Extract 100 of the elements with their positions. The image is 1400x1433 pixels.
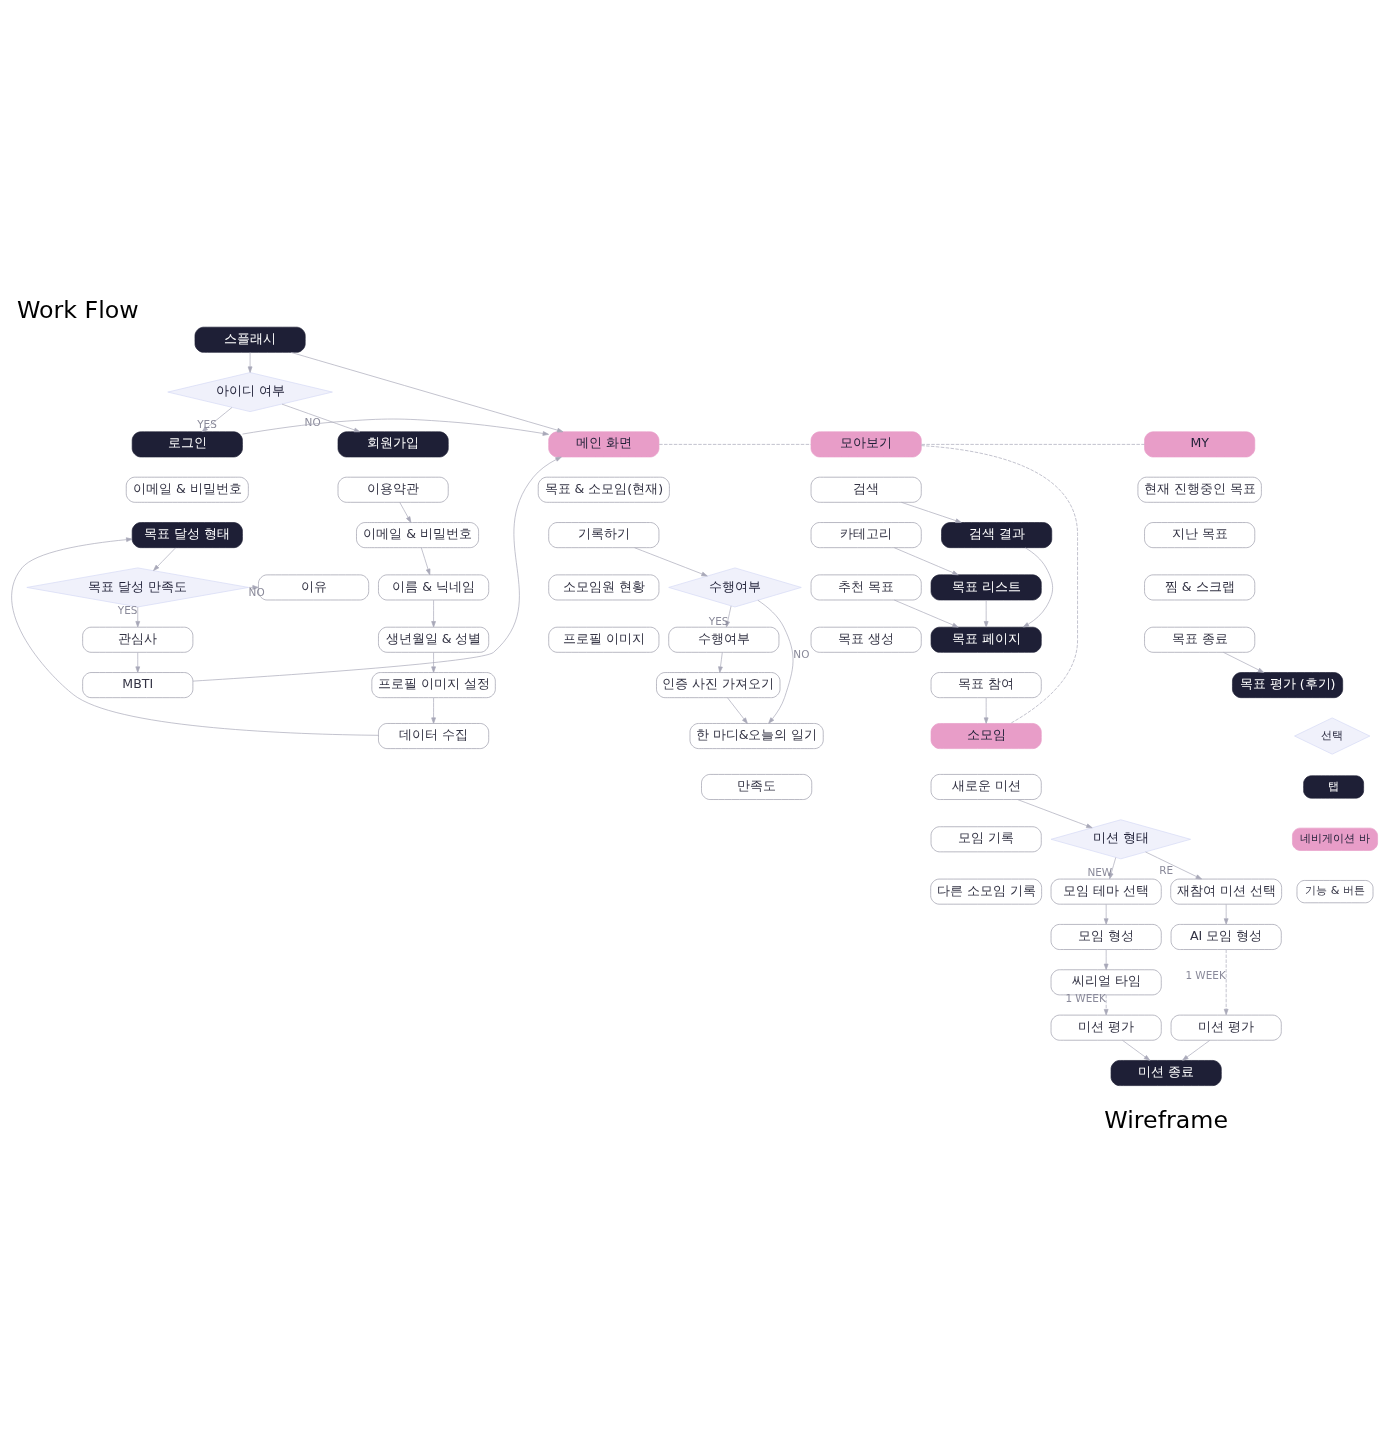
edge-label: YES [708,614,729,627]
arrow [757,599,794,724]
node-box: AI 모임 형성 [1170,924,1282,950]
edge-label: RE [1159,863,1174,876]
arrow [247,352,253,373]
arrow [135,652,141,673]
arrow [1108,857,1117,880]
node-box: 메인 화면 [548,431,660,458]
node-box: 지난 목표 [1144,522,1256,548]
node-box: 인증 사진 가져오기 [656,672,781,698]
arrow [11,537,379,736]
node-diamond: 미션 형태 [1050,819,1191,860]
node-box: 회원가입 [337,431,449,458]
node-diamond: 아이디 여부 [167,372,333,412]
arrow [248,585,259,590]
arrow [431,697,436,724]
arrow [290,352,564,433]
arrow [1022,547,1053,628]
node-box: 목표 종료 [1144,626,1256,653]
arrow [431,652,436,673]
diagram-title: Work Flow [17,295,139,324]
node-box: 목표 참여 [930,672,1042,698]
node-box: 프로필 이미지 설정 [371,672,496,698]
arrow [893,547,959,576]
node-box: 검색 [810,476,922,503]
arrow [1122,1040,1151,1061]
node-box: 관심사 [82,626,194,653]
node-box: 카테고리 [810,522,922,548]
arrow [1017,799,1093,829]
node-box: 기록하기 [548,522,660,548]
node-box: 이용약관 [337,476,449,503]
node-box: 미션 평가 [1170,1014,1282,1041]
arrow [242,418,549,436]
node-box: 목표 평가 (후기) [1232,672,1344,698]
node-box: MY [1144,431,1256,458]
edge-label: NO [304,416,321,429]
arrow [421,547,431,576]
node-box: 미션 종료 [1110,1060,1222,1086]
legend-label: 탭 [1328,779,1340,793]
node-box: 모임 기록 [930,826,1042,853]
arrow [893,599,959,628]
arrow [153,547,176,571]
arrow [1103,904,1109,925]
node-box: 목표 & 소모임(현재) [537,476,670,503]
arrow [1223,652,1265,673]
node-box: 로그인 [131,431,243,458]
arrow [281,403,361,433]
edge-label: 1 WEEK [1185,968,1226,981]
arrow [983,697,989,724]
node-box: 검색 결과 [941,522,1053,548]
node-box: 목표 생성 [810,626,922,653]
arrow [135,606,141,628]
node-box: 목표 페이지 [930,626,1042,653]
node-box: 소모임 [930,723,1042,749]
arrow [1182,1040,1211,1061]
arrow [718,652,723,673]
connector [658,444,812,445]
node-box: 스플래시 [194,326,306,353]
node-box: 소모임원 현황 [548,574,660,601]
node-box: 다른 소모임 기록 [930,878,1042,905]
connector [921,444,1145,445]
node-box: 생년월일 & 성별 [378,626,490,653]
connector [921,445,1078,724]
node-box: 목표 달성 형태 [131,522,243,548]
arrow [1103,994,1109,1016]
node-box: 모임 형성 [1050,924,1162,950]
node-box: 프로필 이미지 [548,626,660,653]
arrow [1223,904,1229,925]
node-box: 이메일 & 비밀번호 [356,522,479,548]
edge-label: NEW [1087,866,1113,879]
node-box: 한 마디&오늘의 일기 [689,723,824,749]
node-box: 재참여 미션 선택 [1170,878,1282,905]
node-box: 이메일 & 비밀번호 [125,476,249,503]
node-box: 데이터 수집 [378,723,490,749]
node-box: MBTI [82,672,194,698]
legend-label: 기능 & 버튼 [1305,884,1365,898]
edge-label: NO [793,648,810,661]
legend-label: 네비게이션 바 [1300,831,1370,845]
node-box: 수행여부 [668,626,780,653]
node-box: 미션 평가 [1050,1014,1162,1041]
arrow [192,456,562,682]
arrow [201,407,233,433]
arrow [727,697,748,724]
node-diamond: 수행여부 [668,567,802,608]
legend-label: 선택 [1321,728,1344,742]
node-box: 모임 테마 선택 [1050,878,1162,905]
node-box: 목표 리스트 [930,574,1042,601]
arrow [1223,949,1229,1016]
node-box: 새로운 미션 [930,774,1042,800]
arrow [1103,949,1109,970]
node-box: 추천 목표 [810,574,922,601]
node-box: 모아보기 [810,431,922,458]
arrow [634,547,708,577]
node-box: 현재 진행중인 목표 [1137,476,1262,503]
node-box: 만족도 [701,774,813,800]
arrow [399,502,412,523]
label: Wireframe [1104,1105,1229,1134]
arrow [431,599,436,628]
edge-label: YES [197,417,217,430]
arrow [1145,851,1202,880]
